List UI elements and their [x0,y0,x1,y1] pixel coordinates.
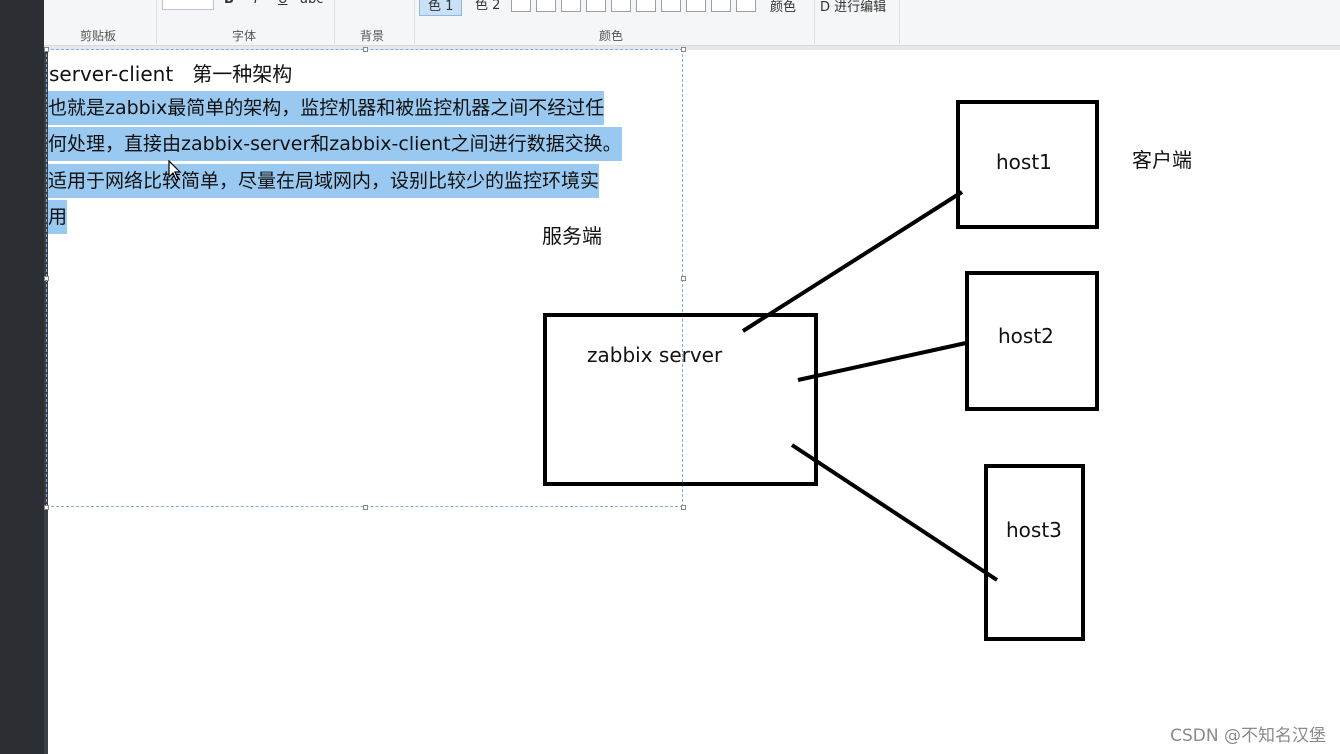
resize-handle[interactable] [363,47,368,52]
highlighted-text-line: 也就是zabbix最简单的架构，监控机器和被监控机器之间不经过任 [48,91,605,125]
host1-label: host1 [996,150,1052,174]
zabbix-server-box [543,313,818,486]
zabbix-server-label: zabbix server [587,343,723,367]
host1-box [956,100,1099,229]
connector-host1 [741,190,964,333]
connector-host2 [797,341,967,382]
client-side-label: 客户端 [1132,148,1192,172]
underline-icon[interactable]: U [278,0,288,7]
highlighted-text-line: 用 [48,200,68,234]
resize-handle[interactable] [44,505,49,510]
group-separator [156,0,157,44]
bold-icon[interactable]: B [224,0,234,7]
highlighted-text-line: 何处理，直接由zabbix-server和zabbix-client之间进行数据… [48,127,622,161]
color-swatch[interactable] [561,0,581,12]
group-label-colors: 颜色 [599,29,624,43]
color-swatch[interactable] [536,0,556,12]
color-swatch[interactable] [711,0,731,12]
color1-button[interactable]: 色 1 [419,0,463,16]
color-swatch[interactable] [611,0,631,12]
connector-host3 [790,443,999,582]
color-swatch[interactable] [636,0,656,12]
host2-label: host2 [998,324,1054,348]
color2-button[interactable]: 色 2 [475,0,501,13]
color-swatch[interactable] [586,0,606,12]
arrow-cursor-icon [168,160,182,181]
edit-with-paint3d-button[interactable]: D 进行编辑 [820,0,887,15]
resize-handle[interactable] [44,276,49,281]
server-side-label: 服务端 [542,224,602,248]
resize-handle[interactable] [681,276,686,281]
group-label-font: 字体 [232,29,257,43]
edit-colors-button[interactable]: 颜色 [770,0,797,15]
group-separator [334,0,335,44]
italic-icon[interactable]: I [254,0,258,7]
host2-box [965,271,1099,411]
group-separator [899,0,900,44]
highlighted-text-line: 适用于网络比较简单，尽量在局域网内，设别比较少的监控环境实 [48,164,600,198]
group-label-clipboard: 剪贴板 [80,29,117,43]
resize-handle[interactable] [681,47,686,52]
group-label-background: 背景 [360,29,385,43]
resize-handle[interactable] [681,505,686,510]
watermark-text: CSDN @不知名汉堡 [1170,726,1326,746]
document-title-line: server-client 第一种架构 [49,62,293,86]
left-dark-panel [0,0,44,754]
color-swatch[interactable] [511,0,531,12]
host3-label: host3 [1006,518,1062,542]
color-swatch[interactable] [661,0,681,12]
ribbon-shadow [44,46,1340,50]
host3-box [984,464,1085,641]
color-swatch[interactable] [736,0,756,12]
group-separator [814,0,815,44]
resize-handle[interactable] [363,505,368,510]
ribbon-toolbar: B I U abc 剪贴板 字体 背景 色 1 色 2 颜色 颜色 D 进行编辑 [44,0,1340,46]
strikethrough-icon[interactable]: abc [300,0,323,7]
color-swatch[interactable] [686,0,706,12]
font-size-input[interactable] [162,0,214,10]
group-separator [414,0,415,44]
resize-handle[interactable] [44,47,49,52]
